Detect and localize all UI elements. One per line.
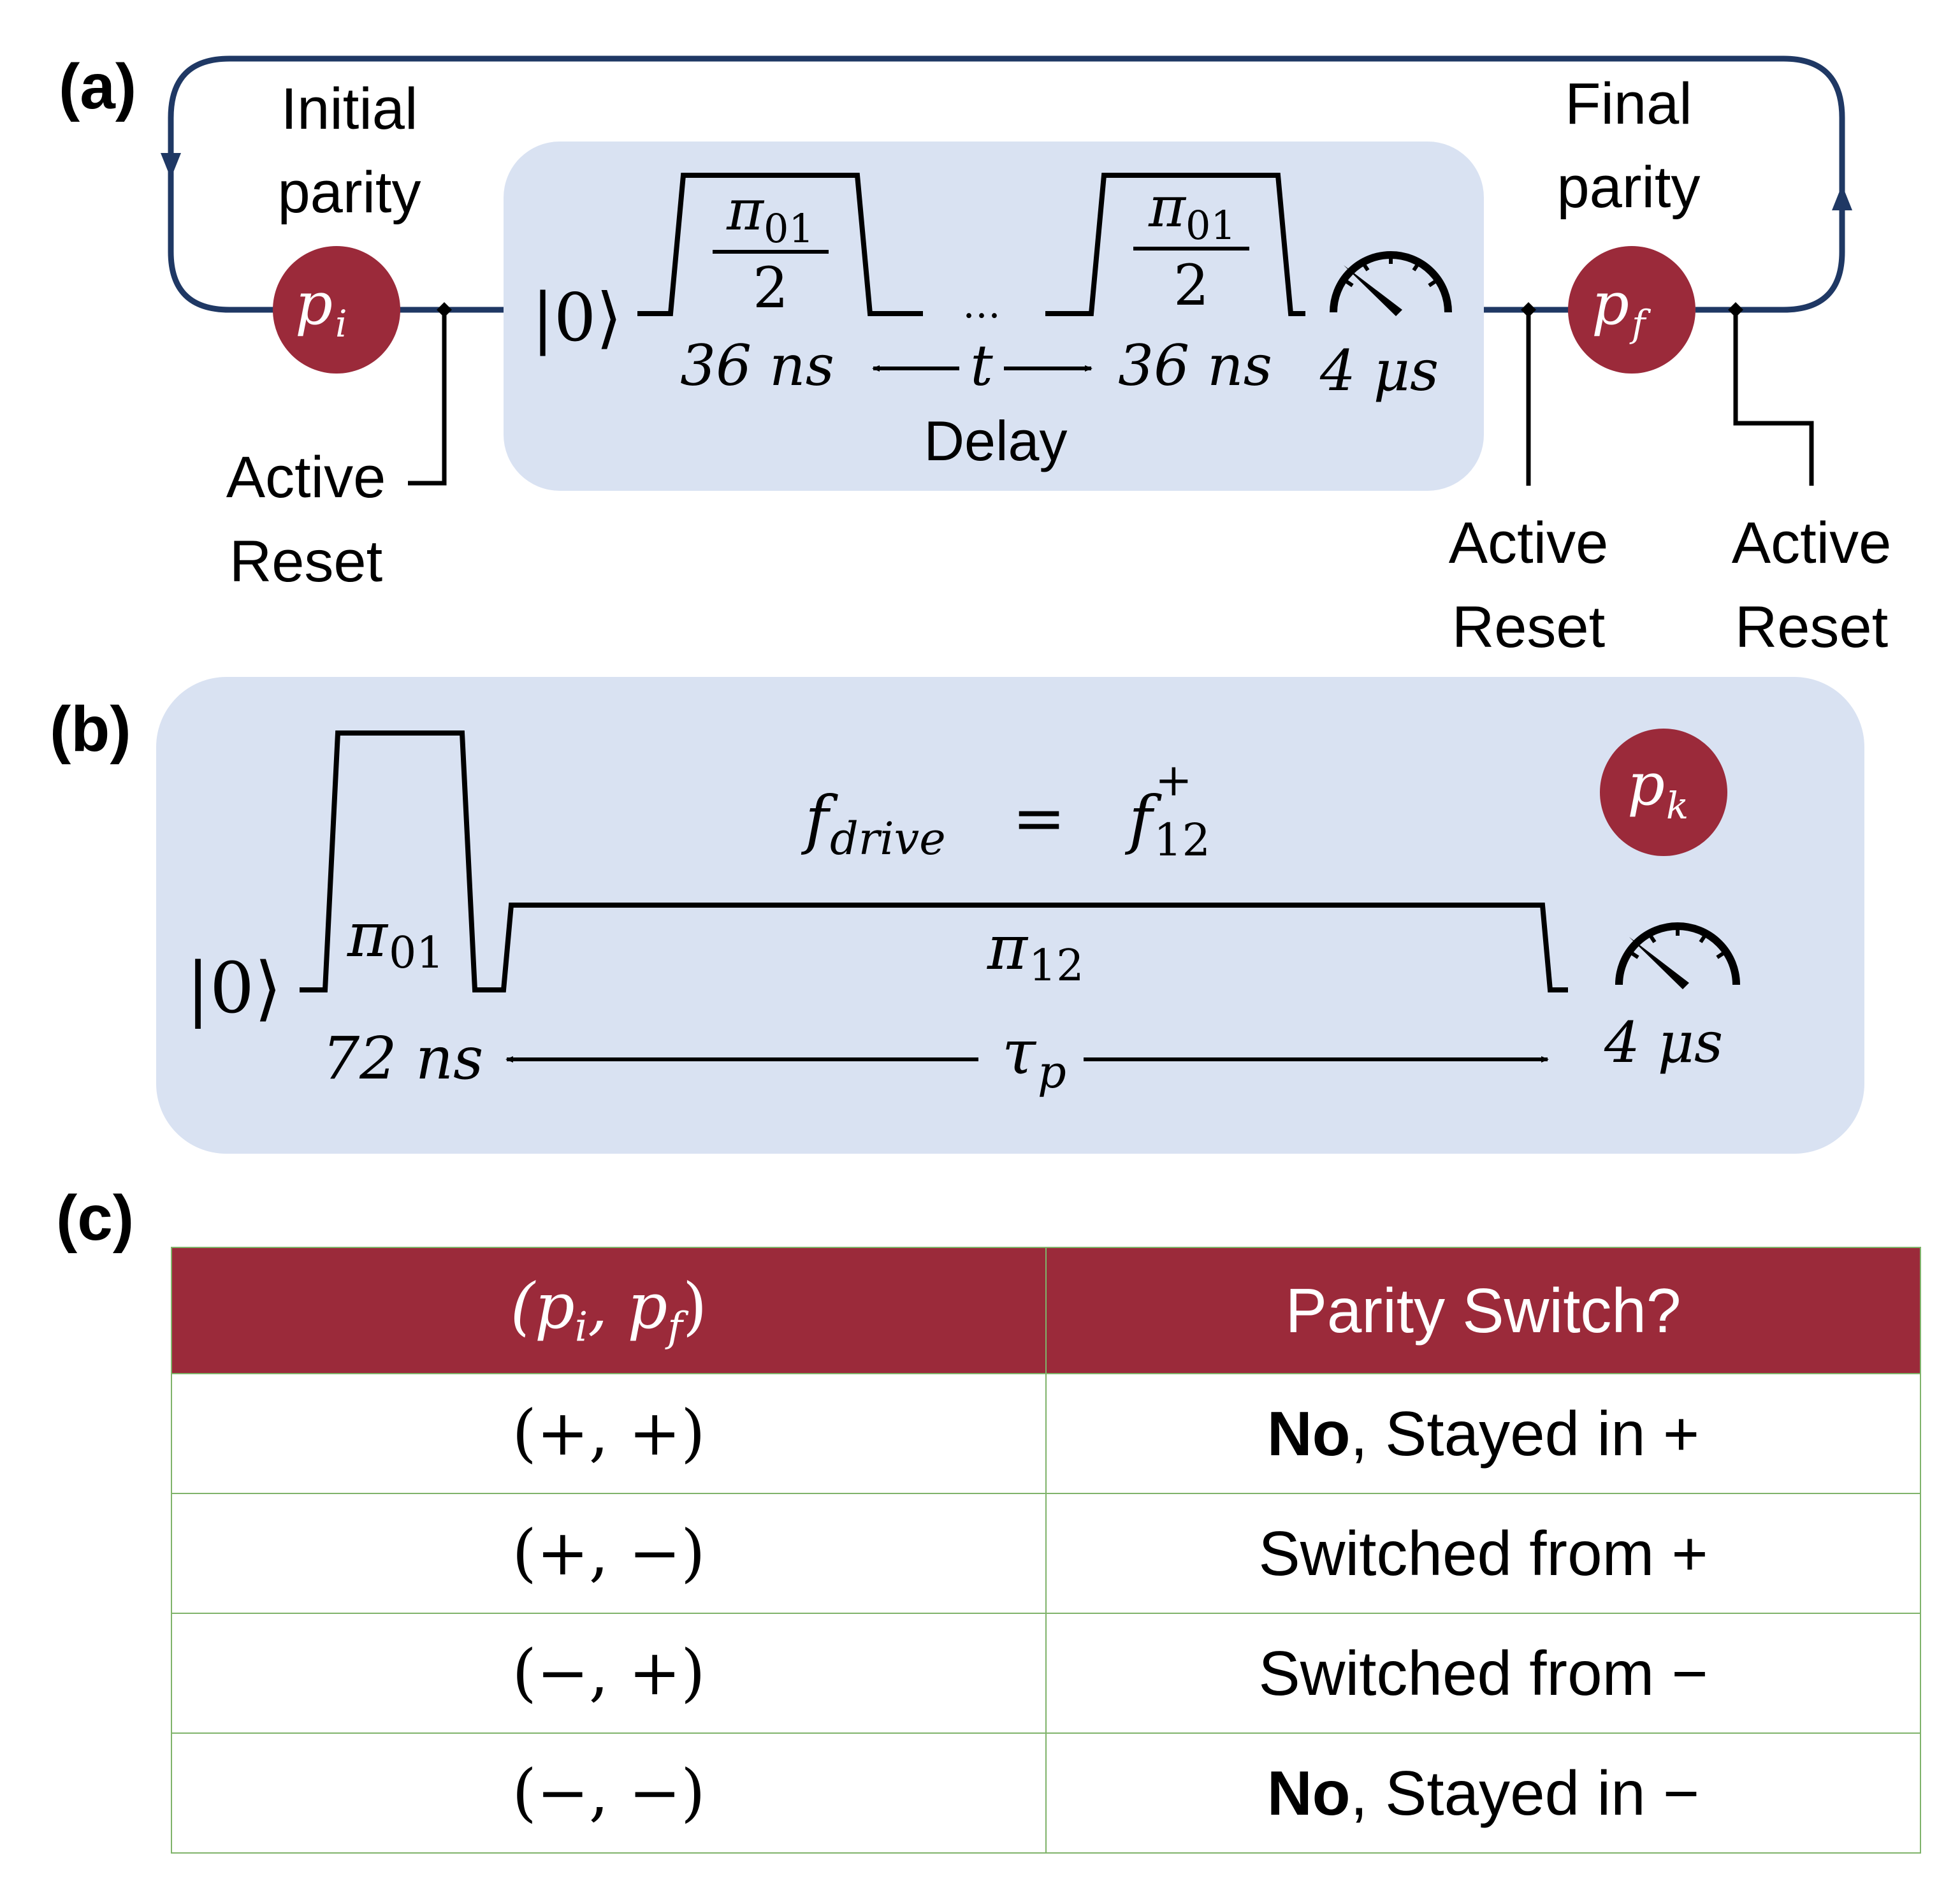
panel-b-tag: (b) xyxy=(50,694,131,765)
sequence-box-b xyxy=(156,677,1864,1154)
pi12-symbol: π xyxy=(987,912,1029,984)
panel-a-tag: (a) xyxy=(59,51,136,122)
row-pair: (−, −) xyxy=(171,1732,1047,1854)
active-reset-3-line2: Reset xyxy=(1735,595,1888,660)
active-reset-2-line2: Reset xyxy=(1452,595,1605,660)
pulse-2-den: 2 xyxy=(1173,252,1209,318)
pulse-waveform-b xyxy=(300,730,1568,992)
loop-arrow-down-icon xyxy=(161,153,181,178)
row-pair: (+, +) xyxy=(171,1373,1047,1494)
pk-symbol: p xyxy=(1627,750,1665,818)
readout-duration-a: 4 μs xyxy=(1319,338,1439,403)
tau-symbol: τ xyxy=(1002,1017,1037,1088)
header-sub-f: f xyxy=(667,1304,683,1351)
pi-symbol: p xyxy=(295,270,333,338)
pulse-1-label: π 01 2 xyxy=(713,177,829,321)
row-result: No, Stayed in − xyxy=(1045,1732,1921,1854)
header-close: ) xyxy=(682,1270,708,1343)
loop-arrow-up-icon xyxy=(1832,185,1852,210)
pulse-2-pi: π xyxy=(1148,174,1187,240)
tau-subscript: p xyxy=(1038,1046,1066,1098)
table-row: (−, +) Switched from − xyxy=(171,1613,1921,1734)
final-parity-line2: parity xyxy=(1557,155,1701,220)
pulse-2-duration: 36 ns xyxy=(1118,333,1272,398)
table-row: (+, +) No, Stayed in + xyxy=(171,1373,1921,1494)
active-reset-3-line1: Active xyxy=(1732,511,1892,576)
readout-meter-a-icon xyxy=(1330,251,1452,316)
row-pair: (−, +) xyxy=(171,1613,1047,1734)
pulse-2-pi-sub: 01 xyxy=(1186,202,1236,249)
row-result-bold: No xyxy=(1267,1398,1351,1469)
active-reset-1: Active Reset xyxy=(226,302,452,594)
f12-superscript: + xyxy=(1155,754,1193,806)
readout-meter-b-icon xyxy=(1615,922,1740,989)
ket-zero-b: |0⟩ xyxy=(186,947,282,1029)
header-pair: (pi, pf) xyxy=(171,1247,1047,1374)
panel-c-tag: (c) xyxy=(56,1182,134,1254)
f12-subscript: 12 xyxy=(1154,814,1210,866)
initial-parity-line2: parity xyxy=(278,160,421,225)
active-reset-2-line1: Active xyxy=(1449,511,1609,576)
pulse-duration-b: 72 ns xyxy=(323,1024,484,1093)
pulse-waveform-a xyxy=(637,173,1305,316)
delay-dots: … xyxy=(962,282,1001,327)
pulse-1-duration: 36 ns xyxy=(680,333,834,398)
row-result: No, Stayed in + xyxy=(1045,1373,1921,1494)
header-sub-i: i xyxy=(574,1304,588,1351)
equals-sign: = xyxy=(1012,781,1066,855)
pf-symbol: p xyxy=(1592,270,1629,338)
ket-zero-a: |0⟩ xyxy=(532,279,622,356)
pulse-1-pi-sub: 01 xyxy=(764,205,814,252)
pi01-symbol: π xyxy=(347,899,389,971)
row-result-text: Switched from − xyxy=(1258,1638,1708,1708)
pulse-2-label: π 01 2 xyxy=(1133,174,1249,318)
pi12-subscript: 12 xyxy=(1029,941,1084,991)
row-result-bold: No xyxy=(1267,1757,1351,1828)
header-parity-switch: Parity Switch? xyxy=(1045,1247,1921,1374)
row-result: Switched from + xyxy=(1045,1493,1921,1614)
active-reset-1-line1: Active xyxy=(226,445,386,510)
table-header-row: (pi, pf) Parity Switch? xyxy=(171,1247,1921,1374)
final-parity-node: p f xyxy=(1568,246,1695,374)
pk-node: p k xyxy=(1600,729,1727,856)
row-pair: (+, −) xyxy=(171,1493,1047,1614)
row-result-text: Switched from + xyxy=(1258,1518,1708,1588)
row-result-text: , Stayed in − xyxy=(1350,1757,1700,1828)
pulse-1-den: 2 xyxy=(753,255,788,321)
delay-symbol: t xyxy=(970,333,993,398)
table-row: (+, −) Switched from + xyxy=(171,1493,1921,1614)
row-result: Switched from − xyxy=(1045,1613,1921,1734)
pi01-subscript: 01 xyxy=(389,928,444,978)
pk-subscript: k xyxy=(1666,784,1688,827)
readout-duration-b: 4 μs xyxy=(1604,1010,1723,1075)
initial-parity-node: p i xyxy=(273,246,400,374)
header-p1: (p xyxy=(510,1270,575,1343)
sequence-box-a xyxy=(504,142,1484,491)
fdrive-subscript: drive xyxy=(830,813,946,865)
final-parity-line1: Final xyxy=(1565,71,1692,136)
active-reset-1-line2: Reset xyxy=(229,529,382,594)
pi-subscript: i xyxy=(335,302,347,345)
active-reset-2: Active Reset xyxy=(1449,302,1609,660)
table-row: (−, −) No, Stayed in − xyxy=(171,1732,1921,1854)
pulse-1-pi: π xyxy=(726,177,765,243)
row-result-text: , Stayed in + xyxy=(1350,1398,1700,1469)
initial-parity-line1: Initial xyxy=(281,76,418,142)
parity-switch-table: (pi, pf) Parity Switch? (+, +) No, Staye… xyxy=(171,1247,1921,1854)
header-p2: , p xyxy=(588,1270,668,1343)
active-reset-3: Active Reset xyxy=(1728,302,1891,660)
delay-label: Delay xyxy=(924,409,1068,472)
